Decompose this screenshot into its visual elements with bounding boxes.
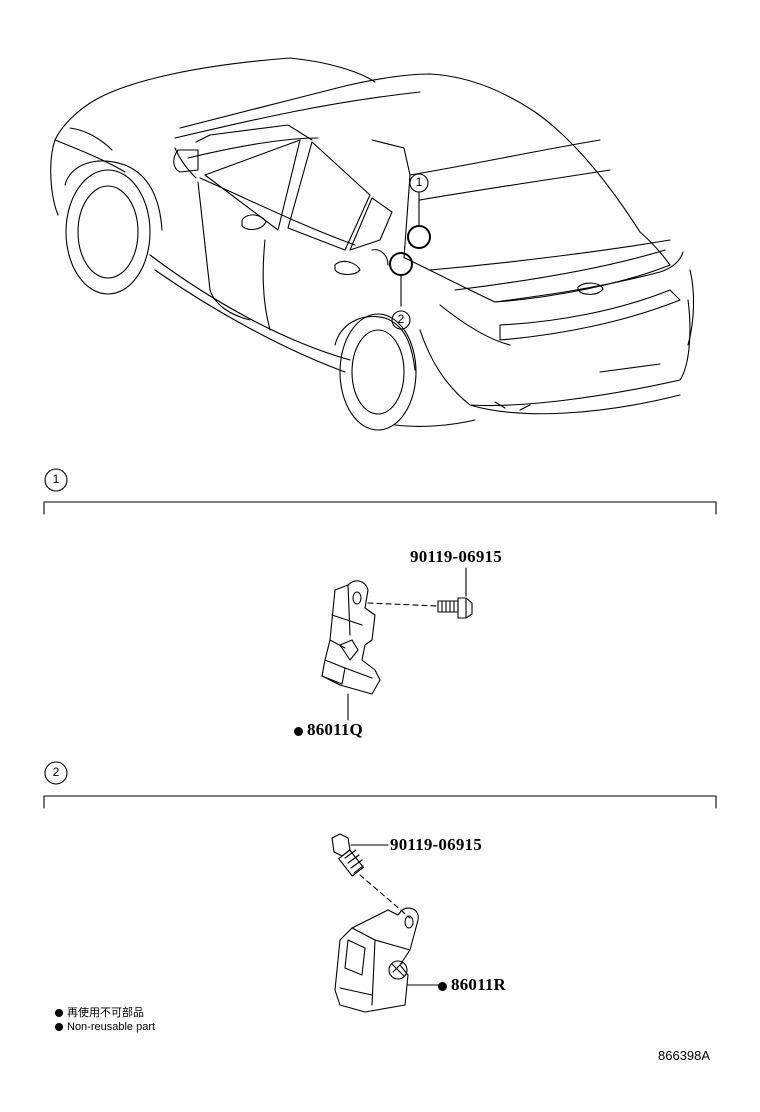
callout-marker-1 <box>407 225 431 249</box>
legend-dot-icon <box>55 1009 63 1018</box>
sensor-part-number-86011q[interactable]: 86011Q <box>294 720 363 740</box>
diagram-code: 866398A <box>658 1048 711 1063</box>
callout-1-label: 1 <box>415 175 423 189</box>
car-illustration <box>50 57 695 431</box>
bolt-part-number-2[interactable]: 90119-06915 <box>390 835 482 854</box>
legend-line-japanese: 再使用不可部品 <box>55 1004 144 1020</box>
callout-bubble-1 <box>409 173 429 193</box>
callout-2-label: 2 <box>397 312 405 326</box>
non-reusable-dot-icon <box>438 981 447 991</box>
callout-marker-2 <box>389 252 413 276</box>
sensor-part-number-86011r[interactable]: 86011R <box>438 975 506 995</box>
non-reusable-dot-icon <box>294 726 303 736</box>
bolt-1-drawing <box>437 597 473 619</box>
section1-number-circle <box>44 468 68 492</box>
callout-bubble-2 <box>391 310 411 330</box>
section2-number-circle <box>44 761 68 785</box>
bolt-part-number-1[interactable]: 90119-06915 <box>410 547 502 566</box>
sensor-86011r-drawing <box>334 907 419 1013</box>
section2-number: 2 <box>52 765 60 779</box>
sensor-86011q-drawing <box>321 580 381 695</box>
section1-bracket <box>43 501 717 515</box>
bolt-2-drawing <box>331 833 364 877</box>
section2-bracket <box>43 795 717 809</box>
sensor-part-label-1: 86011Q <box>307 720 363 739</box>
legend-line-english: Non-reusable part <box>55 1021 155 1033</box>
section1-number: 1 <box>52 472 60 486</box>
legend-dot-icon <box>55 1023 63 1032</box>
sensor-part-label-2: 86011R <box>451 975 507 994</box>
